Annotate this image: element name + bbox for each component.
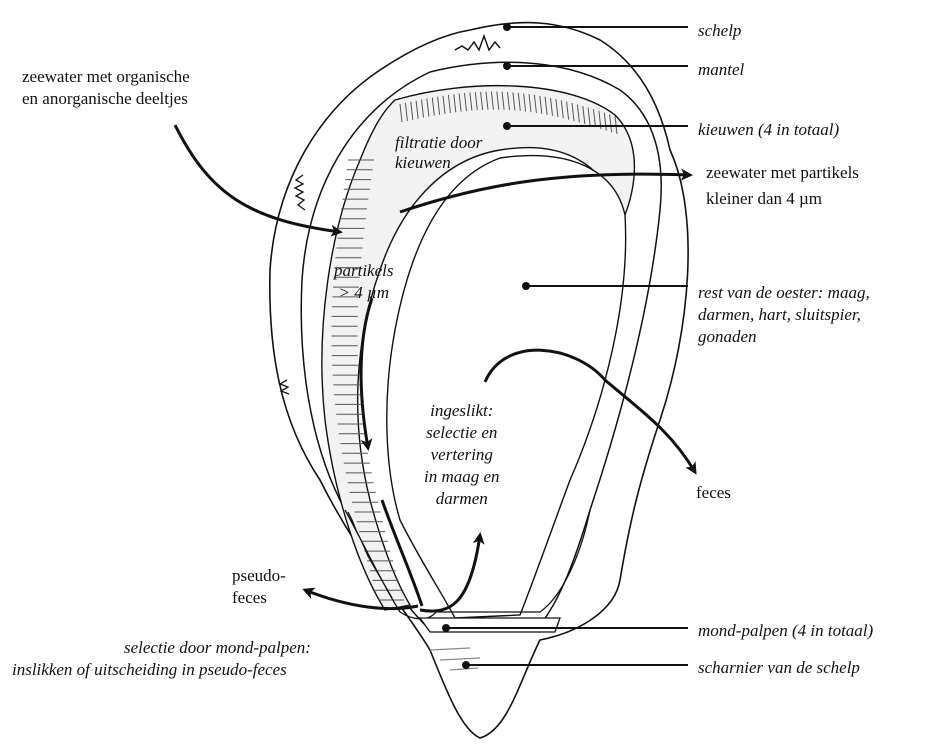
label-filtratie: filtratie door kieuwen bbox=[395, 133, 482, 173]
label-selectie: selectie door mond-palpen: inslikken of … bbox=[12, 637, 311, 681]
label-filtratie-line1: filtratie door bbox=[395, 133, 482, 153]
label-selectie-line2: inslikken of uitscheiding in pseudo-fece… bbox=[12, 659, 311, 681]
label-pseudofeces-line1: pseudo- bbox=[232, 565, 286, 587]
label-seawater-out: zeewater met partikels kleiner dan 4 µm bbox=[706, 160, 859, 212]
label-rest: rest van de oester: maag, darmen, hart, … bbox=[698, 282, 870, 348]
label-selectie-line1: selectie door mond-palpen: bbox=[12, 637, 311, 659]
label-rest-line3: gonaden bbox=[698, 326, 870, 348]
label-filtratie-line2: kieuwen bbox=[395, 153, 482, 173]
label-rest-line2: darmen, hart, sluitspier, bbox=[698, 304, 870, 326]
label-scharnier: scharnier van de schelp bbox=[698, 657, 860, 679]
label-ingeslikt-line3: vertering bbox=[424, 444, 500, 466]
hinge-bar bbox=[420, 618, 560, 632]
label-ingeslikt-line4: in maag en bbox=[424, 466, 500, 488]
label-seawater-out-line2: kleiner dan 4 µm bbox=[706, 186, 859, 212]
label-ingeslikt-line1: ingeslikt: bbox=[424, 400, 500, 422]
label-ingeslikt: ingeslikt: selectie en vertering in maag… bbox=[424, 400, 500, 510]
label-pseudofeces-line2: feces bbox=[232, 587, 286, 609]
label-seawater-in-line2: en anorganische deeltjes bbox=[22, 88, 190, 110]
label-partikels-line1: partikels bbox=[334, 260, 394, 282]
label-mondpalpen: mond-palpen (4 in totaal) bbox=[698, 620, 873, 642]
label-seawater-in: zeewater met organische en anorganische … bbox=[22, 66, 190, 110]
leader-schelp bbox=[503, 23, 688, 31]
label-pseudofeces: pseudo- feces bbox=[232, 565, 286, 609]
label-ingeslikt-line5: darmen bbox=[424, 488, 500, 510]
label-partikels: partikels > 4 µm bbox=[334, 260, 394, 304]
label-rest-line1: rest van de oester: maag, bbox=[698, 282, 870, 304]
label-kieuwen: kieuwen (4 in totaal) bbox=[698, 119, 839, 141]
label-partikels-line2: > 4 µm bbox=[334, 282, 394, 304]
label-seawater-in-line1: zeewater met organische bbox=[22, 66, 190, 88]
label-schelp: schelp bbox=[698, 20, 741, 42]
label-feces: feces bbox=[696, 482, 731, 504]
label-mantel: mantel bbox=[698, 59, 744, 81]
arrow-seawater-in bbox=[175, 125, 340, 232]
inner-body-outline bbox=[387, 156, 626, 618]
shell-edge-top bbox=[455, 36, 500, 50]
leader-scharnier bbox=[462, 661, 688, 669]
label-seawater-out-line1: zeewater met partikels bbox=[706, 160, 859, 186]
label-ingeslikt-line2: selectie en bbox=[424, 422, 500, 444]
